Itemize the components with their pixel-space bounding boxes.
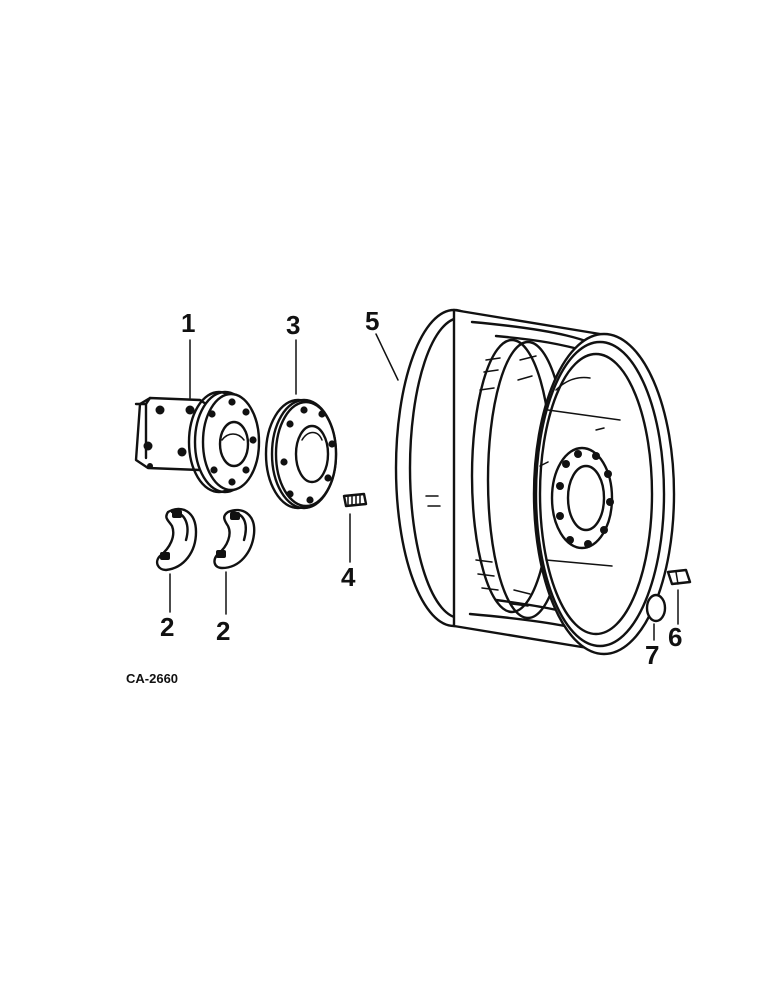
callout-1: 1 xyxy=(181,308,195,338)
callout-6: 6 xyxy=(668,622,682,652)
washer-part xyxy=(645,593,667,641)
callout-4: 4 xyxy=(341,562,356,592)
spacer-ring-part xyxy=(264,339,338,510)
callout-7: 7 xyxy=(645,640,659,670)
callout-3: 3 xyxy=(286,310,300,340)
wheel-bolt-part xyxy=(666,568,692,625)
callout-5: 5 xyxy=(365,306,379,336)
wheel-rim-part xyxy=(375,308,676,656)
callout-2-left: 2 xyxy=(160,612,174,642)
rim-shading xyxy=(425,355,537,607)
stud-bolt-part xyxy=(342,492,368,563)
hub-part xyxy=(134,339,261,494)
callout-2-right: 2 xyxy=(216,616,230,646)
drawing-code: CA-2660 xyxy=(126,671,178,686)
clamp-half-right xyxy=(213,508,256,615)
rim-bolt-holes xyxy=(556,450,614,548)
clamp-half-left xyxy=(155,507,198,613)
